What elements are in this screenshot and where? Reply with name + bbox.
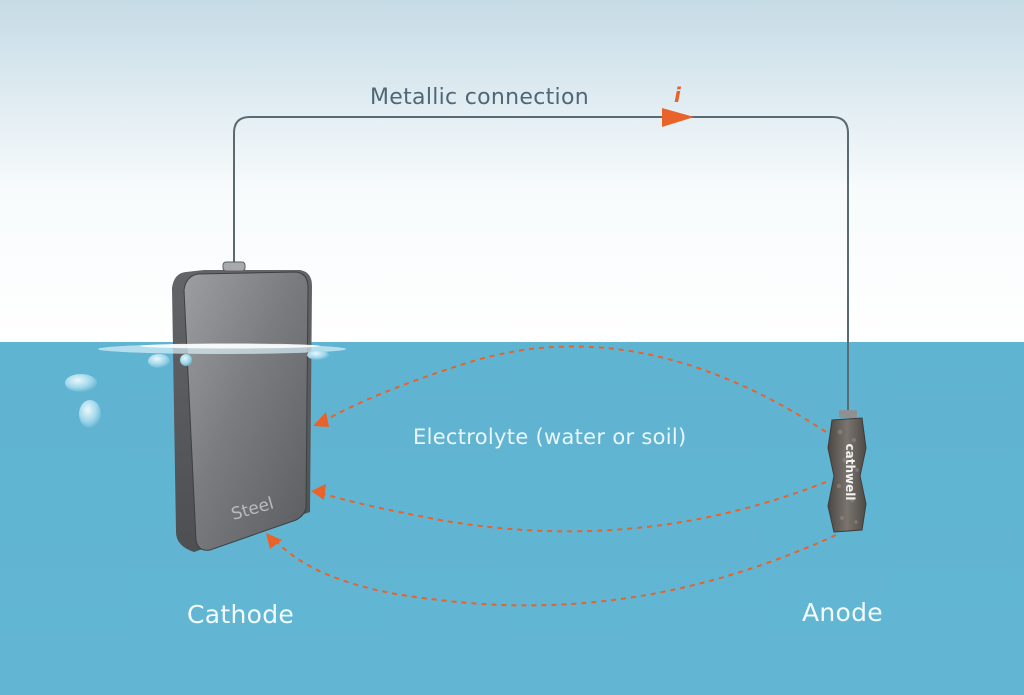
- water-electrolyte: [0, 342, 1024, 695]
- current-direction-arrow-icon: [662, 108, 694, 127]
- metallic-connection-label: Metallic connection: [370, 85, 589, 110]
- sky-background: [0, 0, 1024, 342]
- ion-flow-arrows: [274, 345, 837, 607]
- ion-flow-arrowhead-middle-icon: [311, 484, 326, 500]
- current-symbol-label: i: [674, 83, 682, 107]
- ion-flow-arrowhead-lower-icon: [266, 533, 282, 549]
- ion-flow-upper-path: [321, 345, 827, 433]
- anode-rod: cathwell: [827, 410, 867, 533]
- steel-plate-cathode: Steel: [172, 261, 312, 552]
- bubble-icon: [148, 354, 170, 368]
- steel-plate-face: [183, 271, 309, 551]
- bubble-icon: [180, 354, 192, 366]
- ion-flow-middle-path: [319, 481, 827, 533]
- anode-texture: [836, 429, 859, 524]
- steel-plate-terminal: [222, 261, 246, 272]
- metallic-connection-wire: [233, 116, 849, 413]
- anode-cap: [839, 410, 857, 418]
- ion-flow-lower-path: [274, 534, 837, 607]
- bubble-icon: [65, 374, 97, 392]
- cathode-label: Cathode: [187, 600, 295, 629]
- anode-body: [827, 417, 867, 533]
- bubble-icon: [307, 350, 329, 360]
- anode-brand-label: cathwell: [843, 444, 857, 501]
- electrolyte-label: Electrolyte (water or soil): [413, 425, 687, 449]
- bubble-icon: [79, 400, 101, 428]
- water-bubbles: [65, 350, 329, 428]
- ion-flow-arrowhead-upper-icon: [313, 412, 329, 427]
- water-ripple-highlight: [140, 343, 320, 349]
- anode-label: Anode: [802, 598, 883, 627]
